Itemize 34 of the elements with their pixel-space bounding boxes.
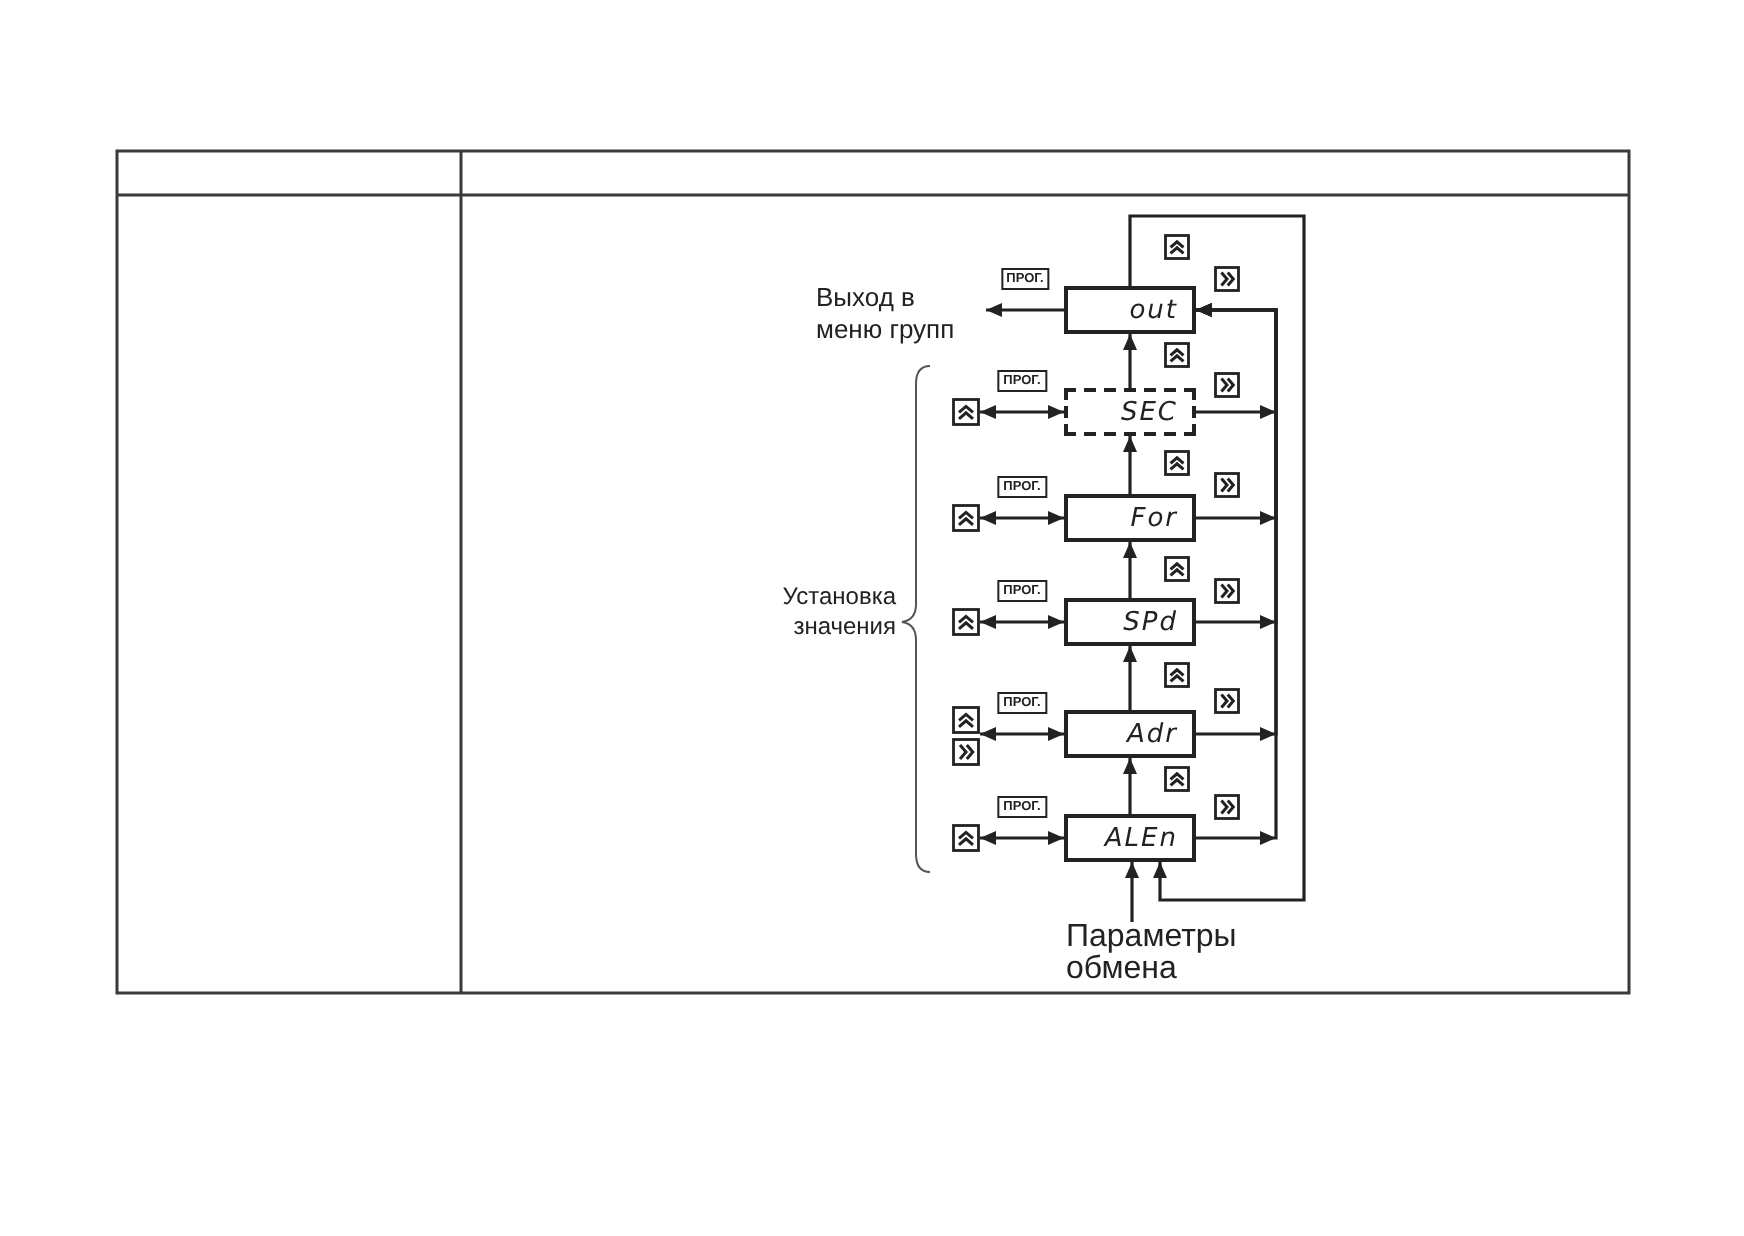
display-readout: SPd (1123, 607, 1178, 637)
display-box (1064, 286, 1196, 334)
flow-label: Выход в меню групп (816, 282, 986, 346)
flow-label: Параметры обмена (1066, 922, 1250, 992)
chevron-up-key-icon (952, 504, 980, 532)
display-readout: out (1129, 295, 1178, 325)
arrow (980, 831, 1064, 845)
chevron-up-key-icon (952, 824, 980, 852)
display-box (1064, 710, 1196, 758)
display-box (1064, 598, 1196, 646)
arrow (1196, 303, 1278, 845)
chevron-up-key-icon (952, 398, 980, 426)
arrow (1123, 436, 1137, 494)
arrow (1128, 214, 1306, 902)
display-readout: Adr (1127, 719, 1178, 749)
arrow (980, 615, 1064, 629)
arrow (980, 727, 1064, 741)
arrow (1123, 646, 1137, 710)
optional-display-box (1064, 388, 1196, 436)
arrow (986, 303, 1064, 317)
display-readout: ALEn (1104, 823, 1178, 853)
arrow (1123, 758, 1137, 814)
arrow (980, 405, 1064, 419)
group-label: Установка значения (780, 582, 896, 642)
arrow (1125, 862, 1139, 922)
display-readout: SEC (1120, 397, 1178, 427)
chevron-up-key-icon (952, 608, 980, 636)
display-box (1064, 814, 1196, 862)
arrow (1123, 542, 1137, 598)
display-readout: For (1130, 503, 1178, 533)
arrow (980, 511, 1064, 525)
display-box (1064, 494, 1196, 542)
arrow (1123, 334, 1137, 388)
chevron-keys-icon (952, 706, 980, 766)
